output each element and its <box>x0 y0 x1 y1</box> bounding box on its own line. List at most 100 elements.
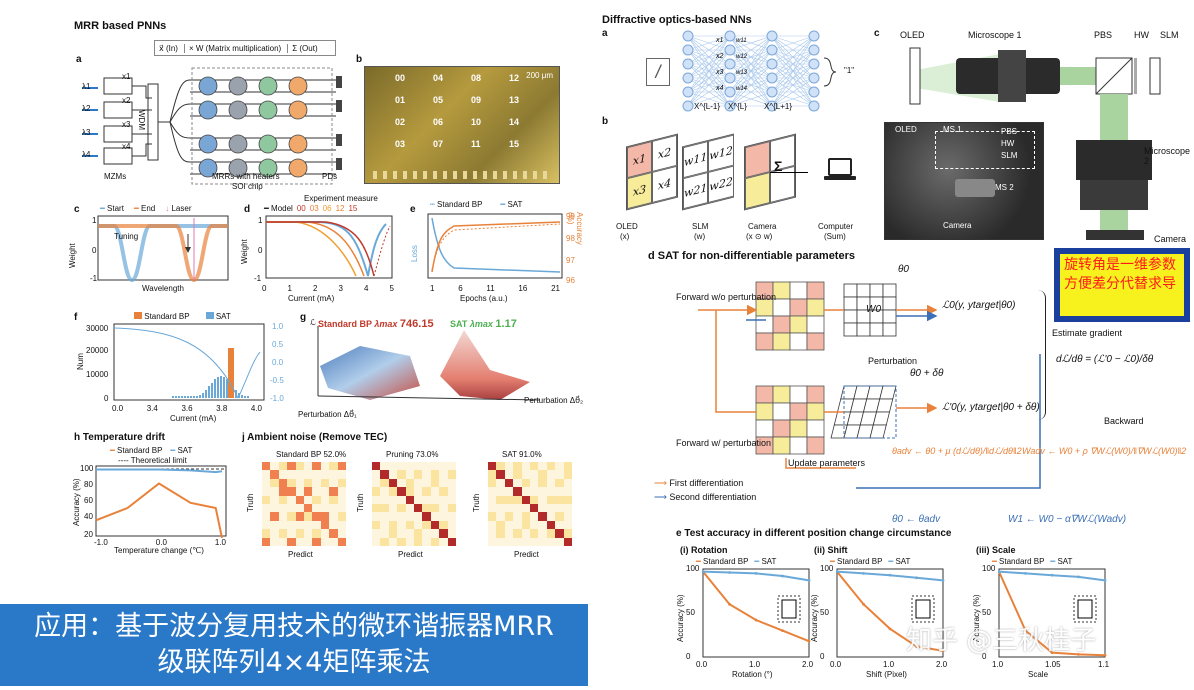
confusion-cell <box>488 462 497 471</box>
nn-node <box>724 86 736 98</box>
input-grid-cell <box>789 385 808 404</box>
inset-inner <box>915 599 931 619</box>
r-panel-a-label: a <box>602 28 608 39</box>
mrr-ring <box>258 76 278 96</box>
input-grid-cell <box>755 315 774 334</box>
fwd-wo: Forward w/o perturbation <box>676 292 777 302</box>
weight-grid-cell <box>882 309 897 324</box>
confusion-cell <box>430 503 440 513</box>
e-ytick: 0 <box>820 652 825 661</box>
confusion-cell <box>422 512 431 521</box>
weight-grid-cell <box>869 322 884 337</box>
confusion-cell <box>422 503 431 513</box>
confusion-cell <box>329 470 338 479</box>
e-point <box>998 570 1001 574</box>
e-xtick: 1.0 <box>883 660 895 669</box>
confusion-cell <box>262 512 271 521</box>
e-ytick: 100 <box>820 564 834 573</box>
confusion-cell <box>270 470 279 479</box>
nn-edge <box>687 63 731 107</box>
legend-sat-text: SAT <box>895 557 911 566</box>
confusion-cell <box>555 478 564 488</box>
inset-inner <box>1077 599 1093 619</box>
confusion-cell <box>262 537 271 546</box>
perturbed-grid-cell <box>869 424 887 439</box>
e-xt-0: 1 <box>430 284 435 293</box>
sat-hist-bar <box>211 383 213 398</box>
nn-out: "1" <box>844 66 855 75</box>
matrix-cell: w21 <box>683 171 709 210</box>
confusion-cell <box>430 462 440 471</box>
confusion-cell <box>262 503 271 513</box>
confusion-cell <box>538 520 547 530</box>
nn-node <box>808 30 820 42</box>
d-leg-2: 03 <box>309 204 319 213</box>
confusion-cell <box>262 462 271 471</box>
legend-bp: ━ Standard BP <box>830 557 883 566</box>
confusion-cell <box>546 512 556 521</box>
confusion-cell <box>422 470 431 479</box>
e-chart-plot <box>702 568 811 658</box>
sat-hist-bar <box>217 377 219 398</box>
confusion-cell <box>337 537 346 546</box>
c-ytick-0: 0 <box>92 246 97 255</box>
legend-sat-text: SAT <box>1057 557 1073 566</box>
input-grid-cell <box>806 315 825 334</box>
left-figure: MRR based PNNs x⃗ (In) × W (Matrix multi… <box>0 0 592 690</box>
legend-sat: ━ SAT <box>888 557 911 566</box>
confusion-cell <box>303 487 313 496</box>
confusion-cell <box>270 495 279 504</box>
c-oled: OLED <box>900 30 925 40</box>
g-bp: Standard BP <box>318 319 372 329</box>
chip-mrr-id: 00 <box>395 73 406 83</box>
e-ytick: 100 <box>982 564 996 573</box>
confusion-cell <box>405 470 414 479</box>
matrix-cell: w22 <box>708 165 734 203</box>
confusion-cell <box>504 487 514 496</box>
nn-edge <box>729 49 773 107</box>
confusion-cell <box>397 478 406 488</box>
confusion-cell <box>388 470 398 479</box>
nn-node <box>724 30 736 42</box>
h-yt-2: 60 <box>84 496 93 505</box>
confusion-cell <box>538 503 547 513</box>
nn-edge <box>687 35 731 79</box>
f-yr-3: -0.5 <box>270 376 284 385</box>
confusion-cell <box>439 520 448 530</box>
confusion-cell <box>422 487 431 496</box>
e-point <box>1077 575 1080 579</box>
sat-hist-bar <box>172 396 174 398</box>
e-point <box>1050 651 1054 654</box>
photo-label: OLED <box>895 125 917 134</box>
chip-mrr-id: 13 <box>509 95 520 105</box>
c-xlabel: Wavelength <box>142 284 184 293</box>
chip-mrr-id: 05 <box>433 95 444 105</box>
e-chart-legend: ━ Standard BP━ SAT <box>992 557 1072 566</box>
h-leg-sat: SAT <box>177 446 193 455</box>
e-xtick: 1.1 <box>1098 660 1110 669</box>
panel-d-plot <box>265 215 393 279</box>
e-chart-plot <box>998 568 1107 658</box>
nn-node <box>724 72 736 84</box>
confusion-cell <box>413 495 423 504</box>
computer-base <box>824 176 856 180</box>
panel-h-plot <box>95 465 227 539</box>
confusion-cell <box>312 462 321 471</box>
nn-node <box>808 44 820 56</box>
confusion-cell <box>397 520 406 530</box>
r-panel-d-label: d SAT for non-differentiable parameters <box>648 250 855 262</box>
confusion-cell <box>430 470 440 479</box>
photo-label: SLM <box>1001 151 1018 160</box>
backward: Backward <box>1104 416 1144 426</box>
sat-hist-bar <box>205 390 207 398</box>
confusion-cell <box>337 470 346 479</box>
confusion-cell <box>546 537 556 546</box>
nn-node <box>808 72 820 84</box>
confusion-cell <box>337 520 346 530</box>
g-axis-l: ℒ <box>310 318 316 327</box>
watermark: 知乎 @三秋桂子 <box>906 626 1097 656</box>
nn-weight-label: w12 <box>736 54 748 60</box>
confusion-cell <box>278 495 288 504</box>
mzms-label: MZMs <box>104 172 127 181</box>
e-ylabel: Accuracy (%) <box>676 594 685 642</box>
